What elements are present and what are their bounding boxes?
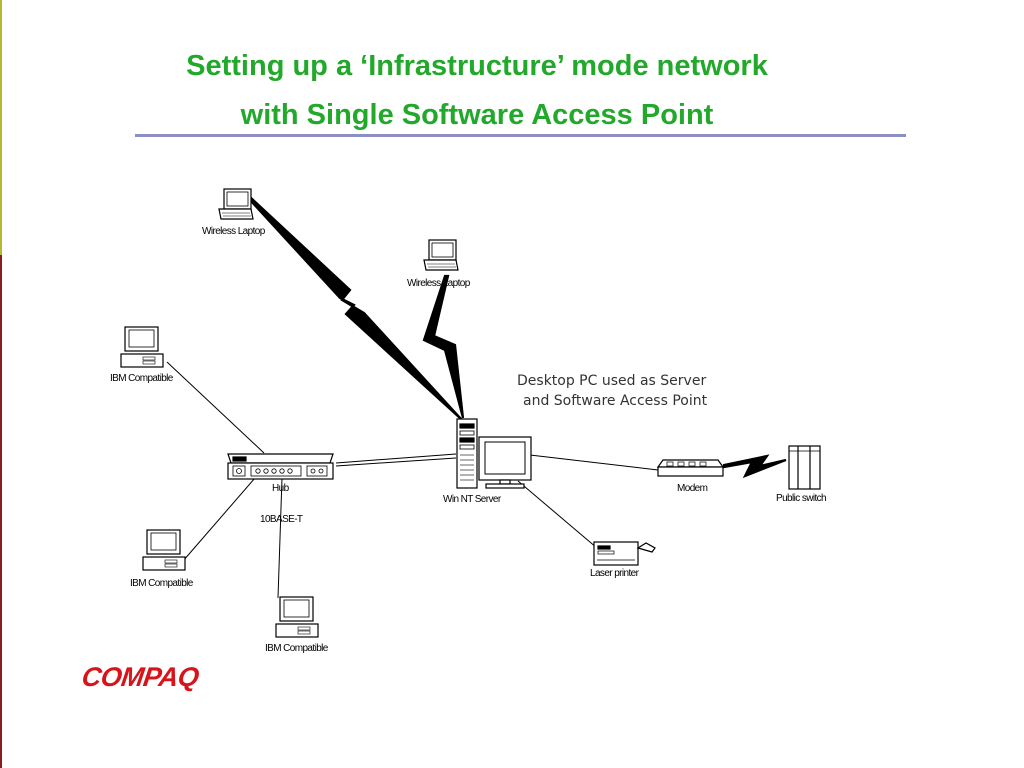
node-label-hub: Hub	[272, 483, 289, 494]
printer-icon	[593, 541, 656, 566]
node-label-public-switch: Public switch	[776, 493, 827, 504]
node-label-laser-printer: Laser printer	[590, 568, 639, 579]
slide-title-line-2: with Single Software Access Point	[240, 99, 714, 131]
title-underline	[135, 134, 906, 137]
monitor-icon	[478, 436, 532, 489]
modem-icon	[656, 459, 725, 477]
node-label-wireless-laptop-2: Wireless Laptop	[407, 278, 470, 289]
desktop-pc-icon	[142, 529, 186, 571]
laptop-icon	[218, 188, 254, 220]
wireless-link-laptop1	[248, 194, 463, 421]
desktop-pc-icon	[120, 326, 164, 368]
link-server-printer	[517, 480, 598, 549]
hub-icon	[227, 453, 334, 480]
link-hub-ibm3	[277, 477, 283, 599]
server-note-line-2: and Software Access Point	[523, 393, 708, 409]
accent-bar-bottom	[0, 255, 2, 768]
wireless-link-laptop2	[422, 274, 465, 419]
wireless-link-modem-switch	[722, 454, 787, 479]
wired-links	[166, 361, 659, 599]
node-label-ibm-compatible-1: IBM Compatible	[110, 373, 173, 384]
accent-bar-top	[0, 0, 2, 255]
link-ibm1-hub	[166, 361, 265, 454]
public-switch-icon	[788, 445, 821, 490]
link-server-modem	[529, 454, 659, 471]
node-label-server: Win NT Server	[443, 494, 501, 505]
link-hub-server	[335, 453, 457, 464]
node-label-modem: Modem	[677, 483, 708, 494]
server-icon	[456, 418, 478, 489]
link-hub-ibm2	[182, 477, 256, 562]
wireless-links	[248, 194, 787, 479]
slide-title-line-1: Setting up a ‘Infrastructure’ mode netwo…	[186, 50, 768, 82]
link-hub-server-2	[335, 457, 457, 467]
node-label-ibm-compatible-3: IBM Compatible	[265, 643, 328, 654]
compaq-logo: COMPAQ	[79, 662, 201, 692]
node-label-wireless-laptop-1: Wireless Laptop	[202, 226, 265, 237]
node-label-ibm-compatible-2: IBM Compatible	[130, 578, 193, 589]
laptop-icon	[423, 239, 459, 271]
cable-label-10base-t: 10BASE-T	[260, 514, 303, 525]
server-note-line-1: Desktop PC used as Server	[517, 373, 707, 389]
desktop-pc-icon	[275, 596, 319, 638]
